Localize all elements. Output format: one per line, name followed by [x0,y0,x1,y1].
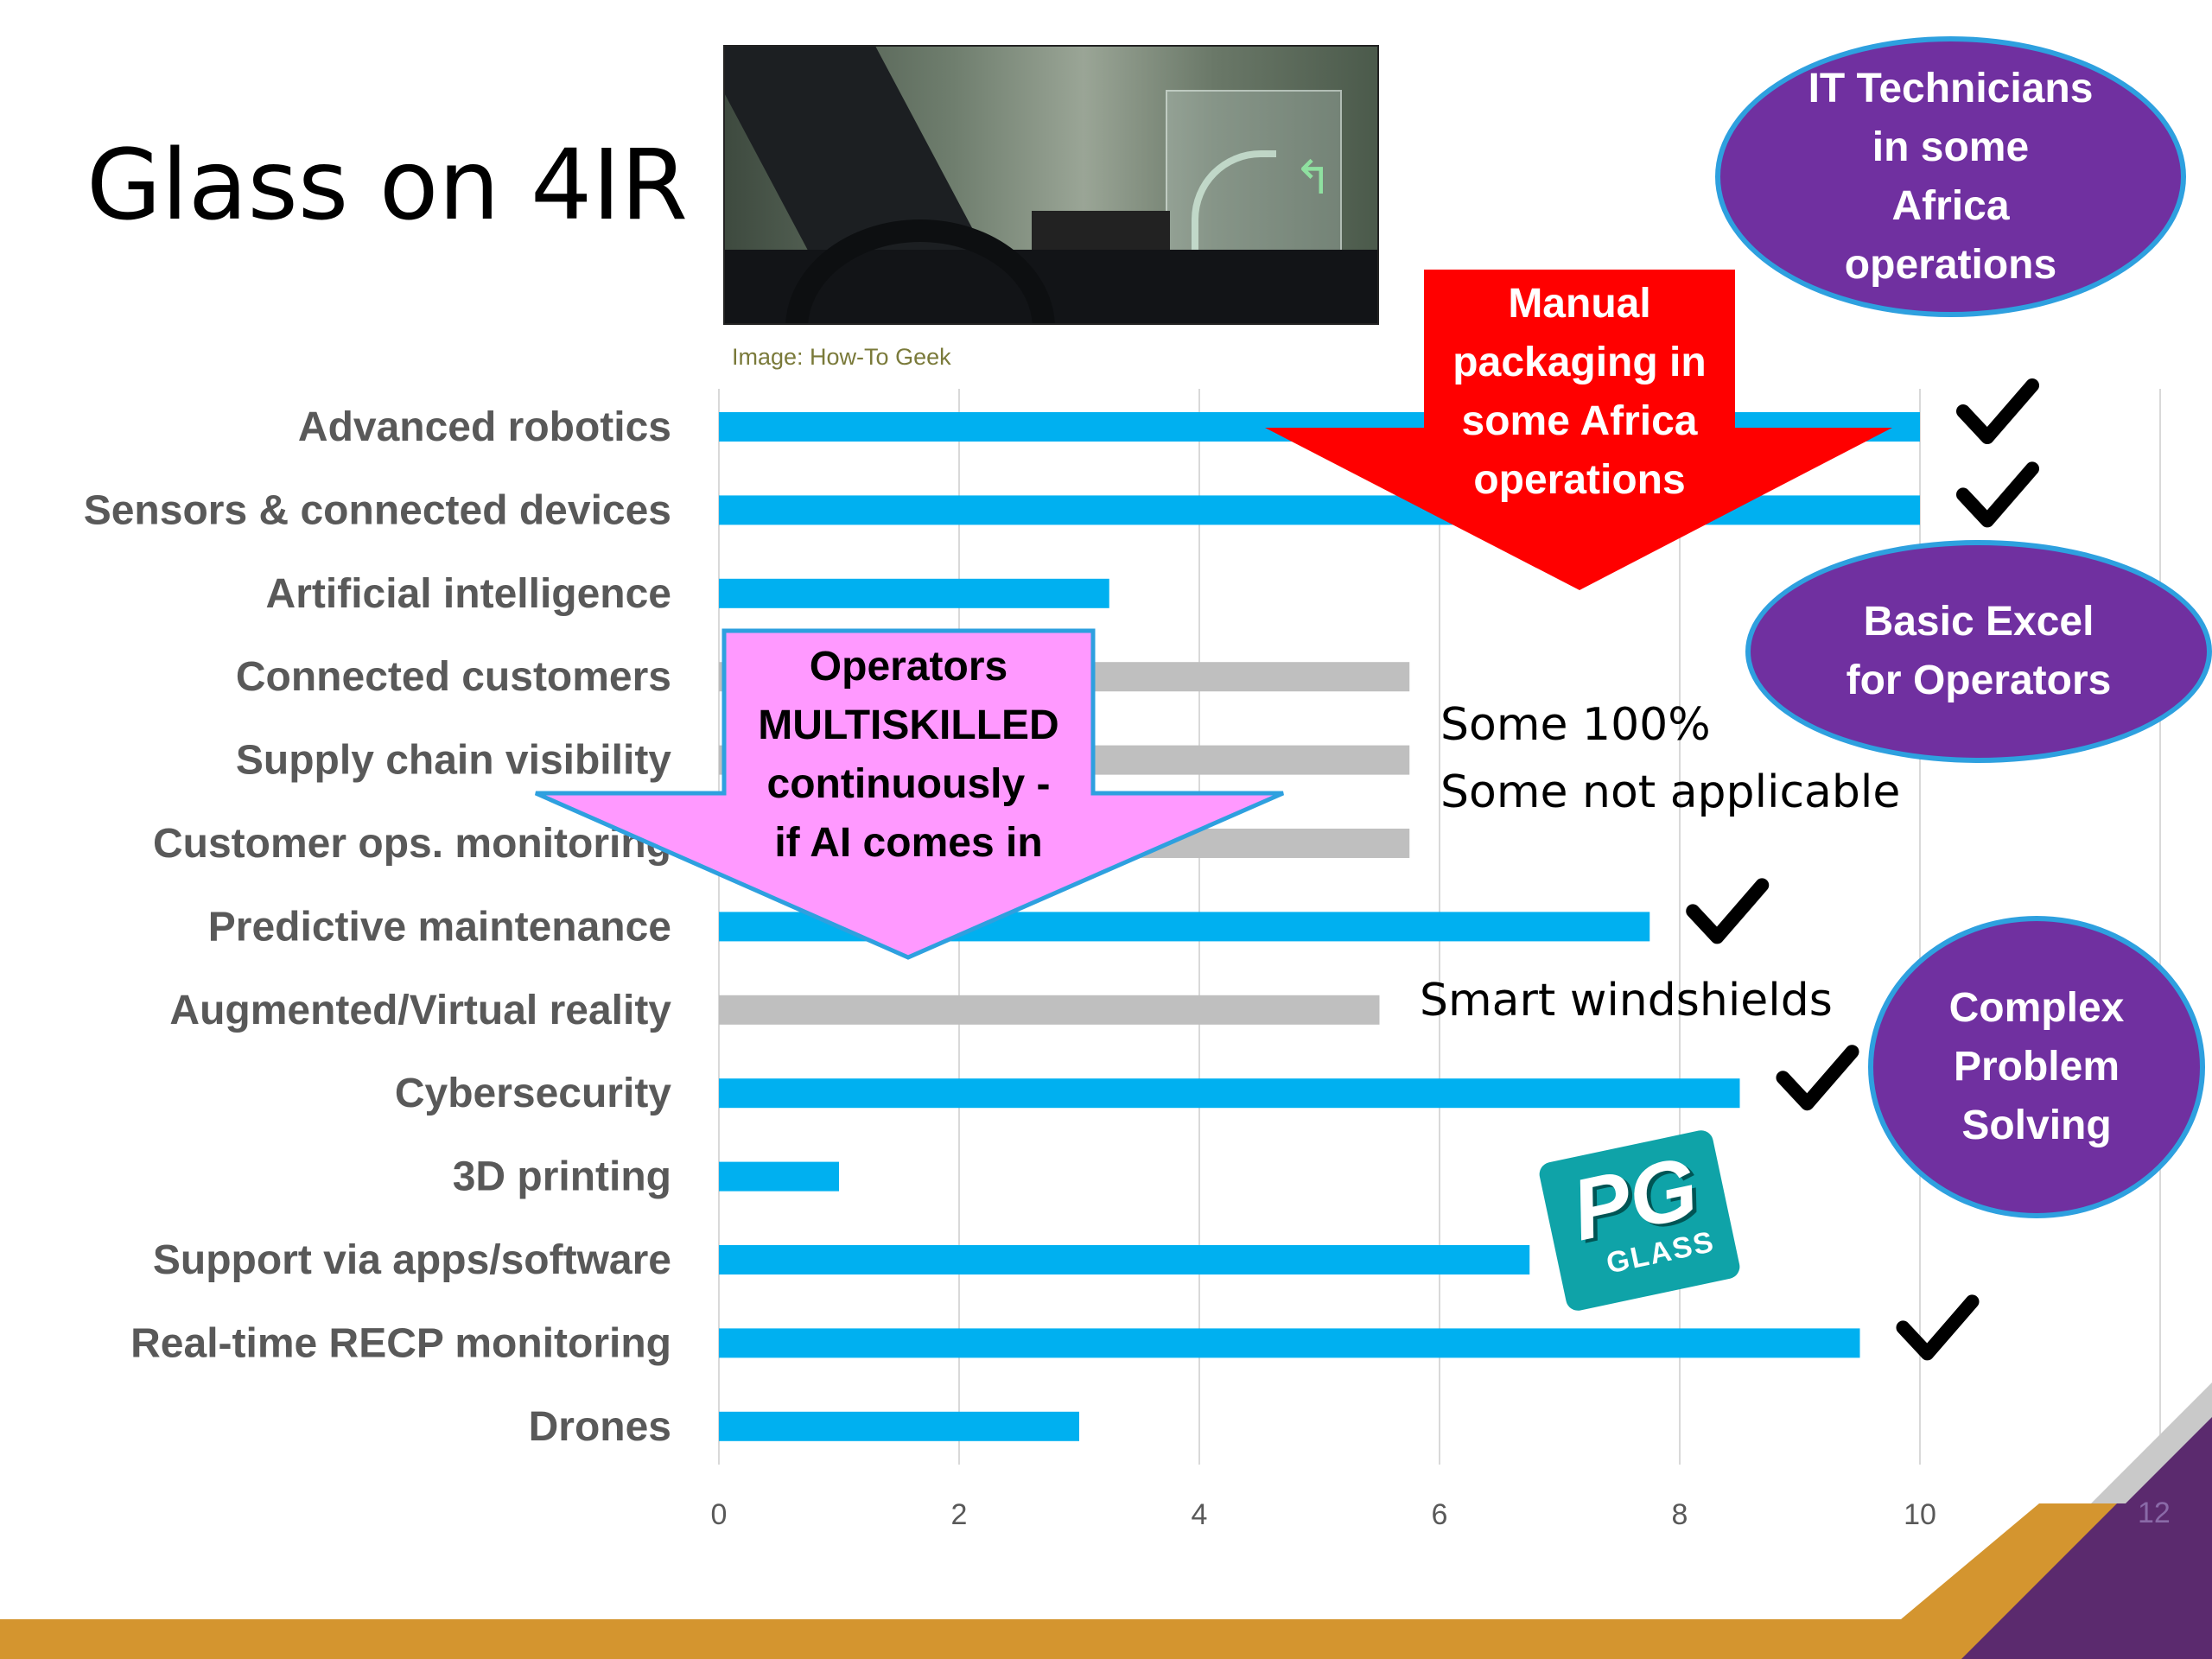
x-tick-label: 10 [1904,1498,1936,1531]
bar [719,1328,1860,1358]
windshield-hud-photo: ↰ [723,45,1379,325]
manual-packaging-arrow [1265,270,1892,590]
check-mark-icon [1956,378,2039,444]
category-label: Artificial intelligence [266,571,671,617]
category-label: Supply chain visibility [236,738,671,784]
category-label: Drones [529,1404,671,1450]
x-tick-label: 2 [951,1498,968,1531]
x-tick-label: 6 [1432,1498,1448,1531]
x-tick-label: 0 [711,1498,728,1531]
category-label: 3D printing [453,1154,671,1200]
check-mark-icon [1776,1045,1859,1111]
gray-corner-shape [2091,1382,2212,1503]
not-applicable-line: Some not applicable [1440,766,1901,818]
slide-title: Glass on 4IR [86,130,689,242]
turn-arrow-icon: ↰ [1294,152,1333,204]
bar [719,995,1380,1025]
category-label: Advanced robotics [298,404,671,450]
check-mark-icon [1686,878,1770,944]
operators-multiskilled-text: Operators MULTISKILLED continuously - if… [758,644,1059,866]
chart-check-marks [1686,378,2039,1361]
smart-windshields-note: Smart windshields [1420,975,1833,1027]
page-number: 12 [2138,1497,2171,1529]
category-label: Sensors & connected devices [84,487,671,533]
manual-packaging-text: Manual packaging in some Africa operatio… [1452,281,1707,503]
basic-excel-oval: Basic Excel for Operators [1745,540,2212,763]
complex-problem-oval: Complex Problem Solving [1868,916,2205,1218]
some-100-note: Some 100% Some not applicable [1440,691,1900,826]
some-100-line: Some 100% [1440,699,1711,751]
category-label: Real-time RECP monitoring [130,1320,671,1366]
category-label: Support via apps/software [153,1237,671,1283]
it-technicians-oval: IT Technicians in some Africa operations [1715,36,2186,317]
bar [719,1161,839,1192]
x-tick-label: 8 [1672,1498,1688,1531]
check-mark-icon [1896,1294,1980,1361]
category-label: Customer ops. monitoring [153,821,671,867]
bar [719,1411,1079,1441]
chart-x-tick-labels: 0 2 4 6 8 10 12 [711,1498,2177,1531]
bar [719,578,1109,608]
category-label: Cybersecurity [395,1071,671,1116]
bar [719,1078,1740,1109]
category-label: Augmented/Virtual reality [169,988,671,1033]
orange-footer-band [0,1503,2212,1659]
image-caption: Image: How-To Geek [732,344,951,370]
photo-hud-device [1032,211,1170,250]
check-mark-icon [1956,461,2039,528]
category-label: Predictive maintenance [208,904,671,950]
bar [719,1245,1530,1274]
category-label: Connected customers [236,654,671,700]
x-tick-label: 4 [1192,1498,1208,1531]
operators-arrow [534,628,1285,960]
